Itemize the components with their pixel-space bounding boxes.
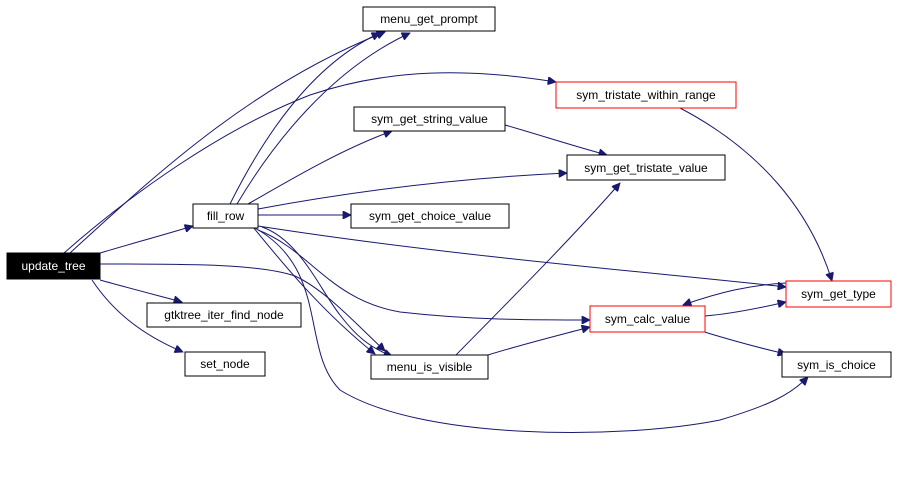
node-update-tree[interactable]: update_tree — [6, 252, 101, 280]
edge-menu-is-visible-to-sym-get-tristate-value — [454, 183, 620, 357]
node-sym-tristate-within-range[interactable]: sym_tristate_within_range — [555, 81, 737, 109]
edge-fill-row-to-sym-is-choice — [254, 227, 808, 433]
edge-fill-row-to-sym-calc-value — [257, 229, 590, 320]
edge-sym-calc-value-to-sym-is-choice — [697, 329, 786, 354]
node-fill-row-label: fill_row — [207, 209, 245, 223]
edge-update-tree-to-gtktree-iter-find-node — [99, 279, 182, 302]
edge-update-tree-to-menu-get-prompt — [69, 32, 385, 254]
node-sym-get-tristate-value[interactable]: sym_get_tristate_value — [566, 154, 726, 181]
node-sym-calc-value-label: sym_calc_value — [605, 312, 691, 326]
edge-fill-row-to-sym-get-string-value — [247, 131, 392, 205]
node-sym-get-type-label: sym_get_type — [801, 287, 876, 301]
node-menu-get-prompt-label: menu_get_prompt — [380, 12, 478, 26]
edge-fill-row-to-menu-get-prompt-a — [229, 33, 380, 205]
edge-update-tree-to-set-node — [91, 279, 183, 352]
node-menu-get-prompt[interactable]: menu_get_prompt — [362, 6, 496, 32]
edges — [63, 32, 832, 433]
node-fill-row[interactable]: fill_row — [192, 203, 259, 229]
node-set-node-label: set_node — [200, 357, 250, 371]
node-gtktree-iter-find-node[interactable]: gtktree_iter_find_node — [146, 302, 302, 328]
node-sym-tristate-within-range-label: sym_tristate_within_range — [576, 88, 716, 102]
node-menu-is-visible[interactable]: menu_is_visible — [370, 354, 489, 380]
node-sym-get-type[interactable]: sym_get_type — [785, 280, 892, 308]
edge-sym-tristate-within-range-to-sym-get-type — [679, 107, 832, 281]
node-update-tree-label: update_tree — [21, 259, 85, 273]
node-sym-get-string-value-label: sym_get_string_value — [371, 112, 488, 126]
node-sym-get-tristate-value-label: sym_get_tristate_value — [584, 161, 708, 175]
edge-fill-row-to-menu-get-prompt-b — [236, 33, 410, 205]
node-menu-is-visible-label: menu_is_visible — [387, 360, 473, 374]
edge-fill-row-to-sym-get-tristate-value — [257, 173, 567, 210]
node-sym-get-choice-value[interactable]: sym_get_choice_value — [350, 203, 510, 229]
edge-fill-row-to-menu-is-visible-a — [252, 226, 375, 354]
edge-update-tree-to-fill-row — [99, 226, 193, 254]
node-sym-is-choice[interactable]: sym_is_choice — [781, 351, 892, 378]
edge-fill-row-to-menu-is-visible-b — [261, 226, 392, 356]
node-sym-calc-value[interactable]: sym_calc_value — [589, 305, 706, 333]
edge-sym-get-string-value-to-sym-get-tristate-value — [504, 124, 607, 155]
node-sym-get-string-value[interactable]: sym_get_string_value — [353, 106, 506, 132]
node-gtktree-iter-find-node-label: gtktree_iter_find_node — [164, 308, 284, 322]
node-set-node[interactable]: set_node — [184, 351, 266, 377]
edge-menu-is-visible-to-sym-calc-value — [487, 327, 590, 356]
node-sym-get-choice-value-label: sym_get_choice_value — [369, 209, 491, 223]
edge-update-tree-to-menu-is-visible — [99, 263, 385, 351]
nodes: update_tree fill_row gtktree_iter_find_n… — [6, 6, 892, 380]
edge-fill-row-to-sym-get-type — [257, 225, 786, 287]
edge-sym-get-type-to-sym-calc-value — [683, 282, 787, 305]
node-sym-is-choice-label: sym_is_choice — [797, 358, 876, 372]
edge-sym-calc-value-to-sym-get-type — [704, 302, 786, 317]
